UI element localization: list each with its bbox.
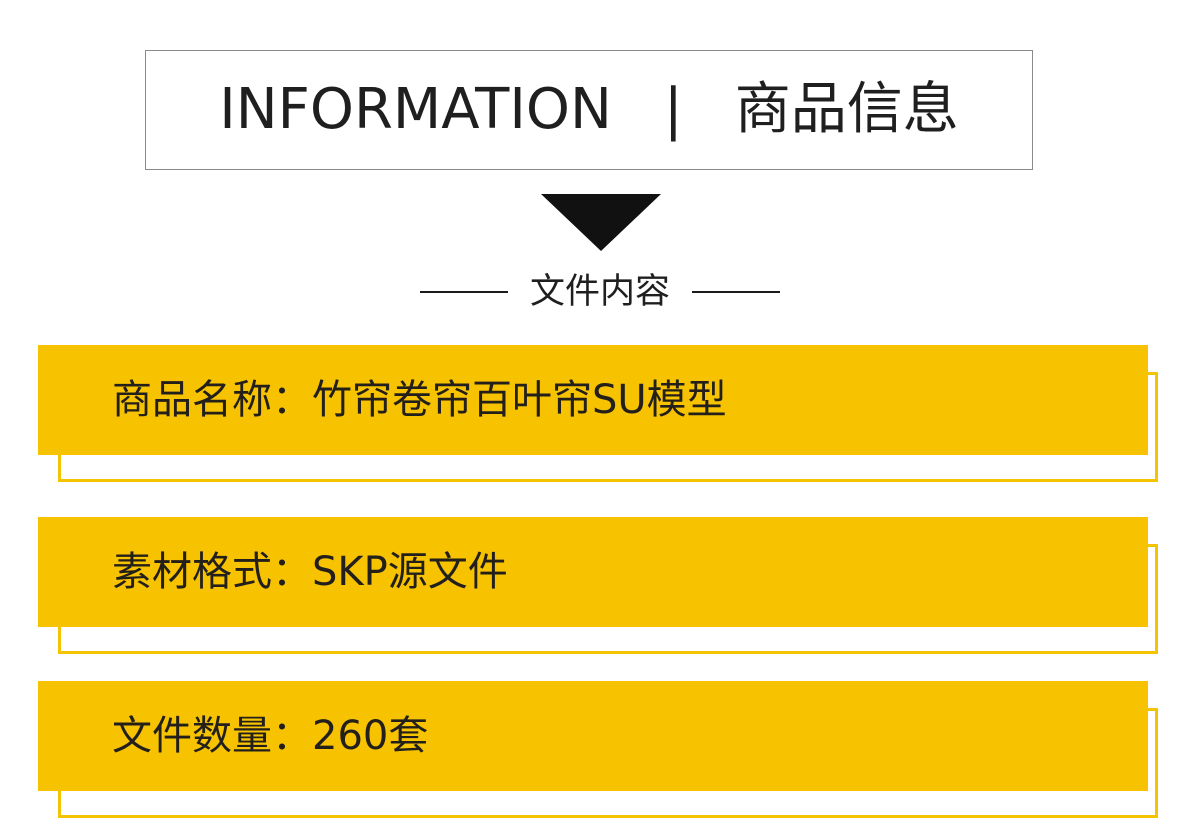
- header-separator: |: [663, 77, 683, 142]
- info-item-text: 商品名称：竹帘卷帘百叶帘SU模型: [112, 377, 727, 423]
- info-item-bar: 商品名称：竹帘卷帘百叶帘SU模型: [38, 345, 1148, 455]
- info-item-bar: 文件数量：260套: [38, 681, 1148, 791]
- info-item-file-format: 素材格式：SKP源文件: [38, 517, 1158, 654]
- section-subtitle: 文件内容: [529, 271, 670, 312]
- info-item-file-count: 文件数量：260套: [38, 681, 1158, 818]
- left-divider-line: [419, 291, 508, 293]
- down-triangle-icon: [541, 194, 661, 251]
- right-divider-line: [692, 291, 780, 293]
- info-item-text: 文件数量：260套: [112, 713, 429, 759]
- header-title-en: INFORMATION: [219, 77, 612, 142]
- info-item-text: 素材格式：SKP源文件: [112, 549, 508, 595]
- info-item-bar: 素材格式：SKP源文件: [38, 517, 1148, 627]
- section-subtitle-row: 文件内容: [0, 268, 1200, 316]
- info-item-product-name: 商品名称：竹帘卷帘百叶帘SU模型: [38, 345, 1158, 482]
- header-title-cn: 商品信息: [734, 77, 959, 142]
- information-header: INFORMATION | 商品信息: [145, 50, 1033, 170]
